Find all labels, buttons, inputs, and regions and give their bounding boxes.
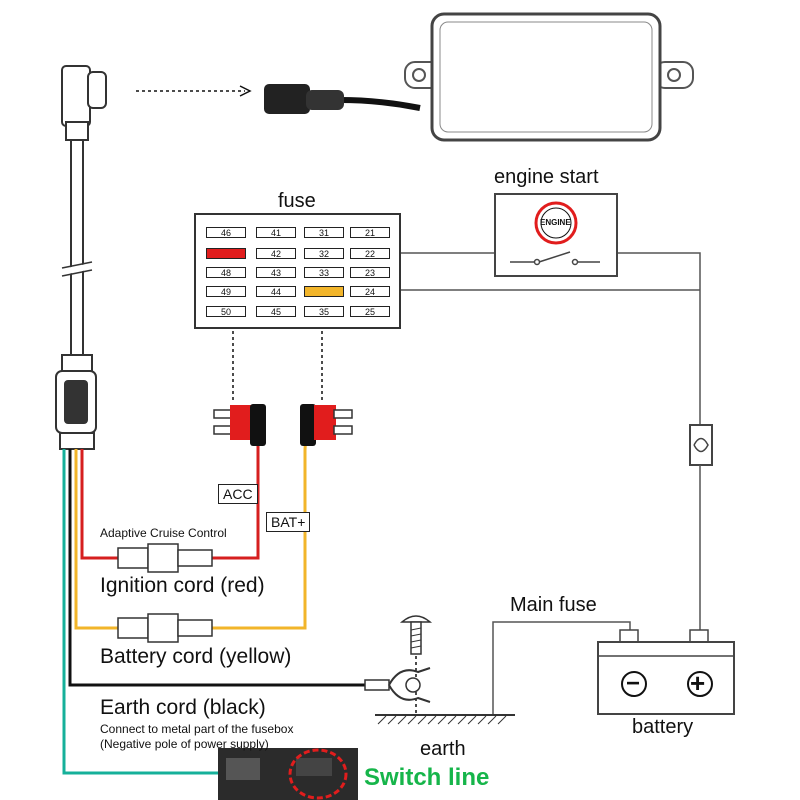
battery-icon [597,629,735,715]
inline-fuse-icon [117,543,213,573]
minus-sign: − [626,670,641,697]
fuse-slot: 23 [350,267,390,278]
fuse-slot [304,286,344,297]
fuse-slot: 31 [304,227,344,238]
fuse-slot: 35 [304,306,344,317]
battery-cord-label: Battery cord (yellow) [100,645,292,668]
engine-badge: ENGINE [540,218,571,227]
fuse-slot: 21 [350,227,390,238]
main-fuse-label: Main fuse [510,594,597,616]
fuse-slot: 41 [256,227,296,238]
adaptive-cruise-label: Adaptive Cruise Control [100,526,227,540]
main-line-fuse-icon [689,424,713,466]
screw-icon [399,615,433,655]
fuse-slot: 24 [350,286,390,297]
connect-note-2: (Negative pole of power supply) [100,737,269,751]
fuse-slot: 45 [256,306,296,317]
cable-connector-icon [55,354,97,450]
fuse-slot: 25 [350,306,390,317]
fuse-slot: 33 [304,267,344,278]
acc-label: ACC [218,484,258,504]
connector-plug-icon [264,84,344,114]
plus-sign: + [690,668,706,698]
earth-cord-label: Earth cord (black) [100,696,266,719]
fuse-title: fuse [278,190,316,212]
elbow-plug-icon [61,65,107,141]
fuse-slot: 48 [206,267,246,278]
battery-label: battery [632,716,694,738]
fuse-slot: 42 [256,248,296,259]
fuse-slot: 43 [256,267,296,278]
switch-photo [218,748,358,800]
fuse-tap-acc-icon [213,404,266,446]
bat-label: BAT+ [266,512,311,532]
ignition-cord-label: Ignition cord (red) [100,574,265,597]
fuse-slot [206,248,246,259]
fuse-slot: 44 [256,286,296,297]
fuse-tap-bat-icon [300,404,353,446]
fuse-slot: 32 [304,248,344,259]
engine-start-button-icon [534,201,578,245]
ring-terminal-icon [364,667,431,703]
switch-line-label: Switch line [364,764,490,791]
engine-start-title: engine start [494,166,599,188]
fuse-slot: 46 [206,227,246,238]
earth-label: earth [420,738,466,760]
ground-hatch-icon [375,714,515,725]
connect-note-1: Connect to metal part of the fusebox [100,722,294,736]
fuse-slot: 49 [206,286,246,297]
fuse-slot: 50 [206,306,246,317]
fuse-slot: 22 [350,248,390,259]
inline-fuse-icon [117,613,213,643]
fuse-box: 46 41 31 21 42 32 22 48 43 33 23 49 44 24 50 45 35 25 [194,213,401,329]
device-box-icon [404,12,694,142]
